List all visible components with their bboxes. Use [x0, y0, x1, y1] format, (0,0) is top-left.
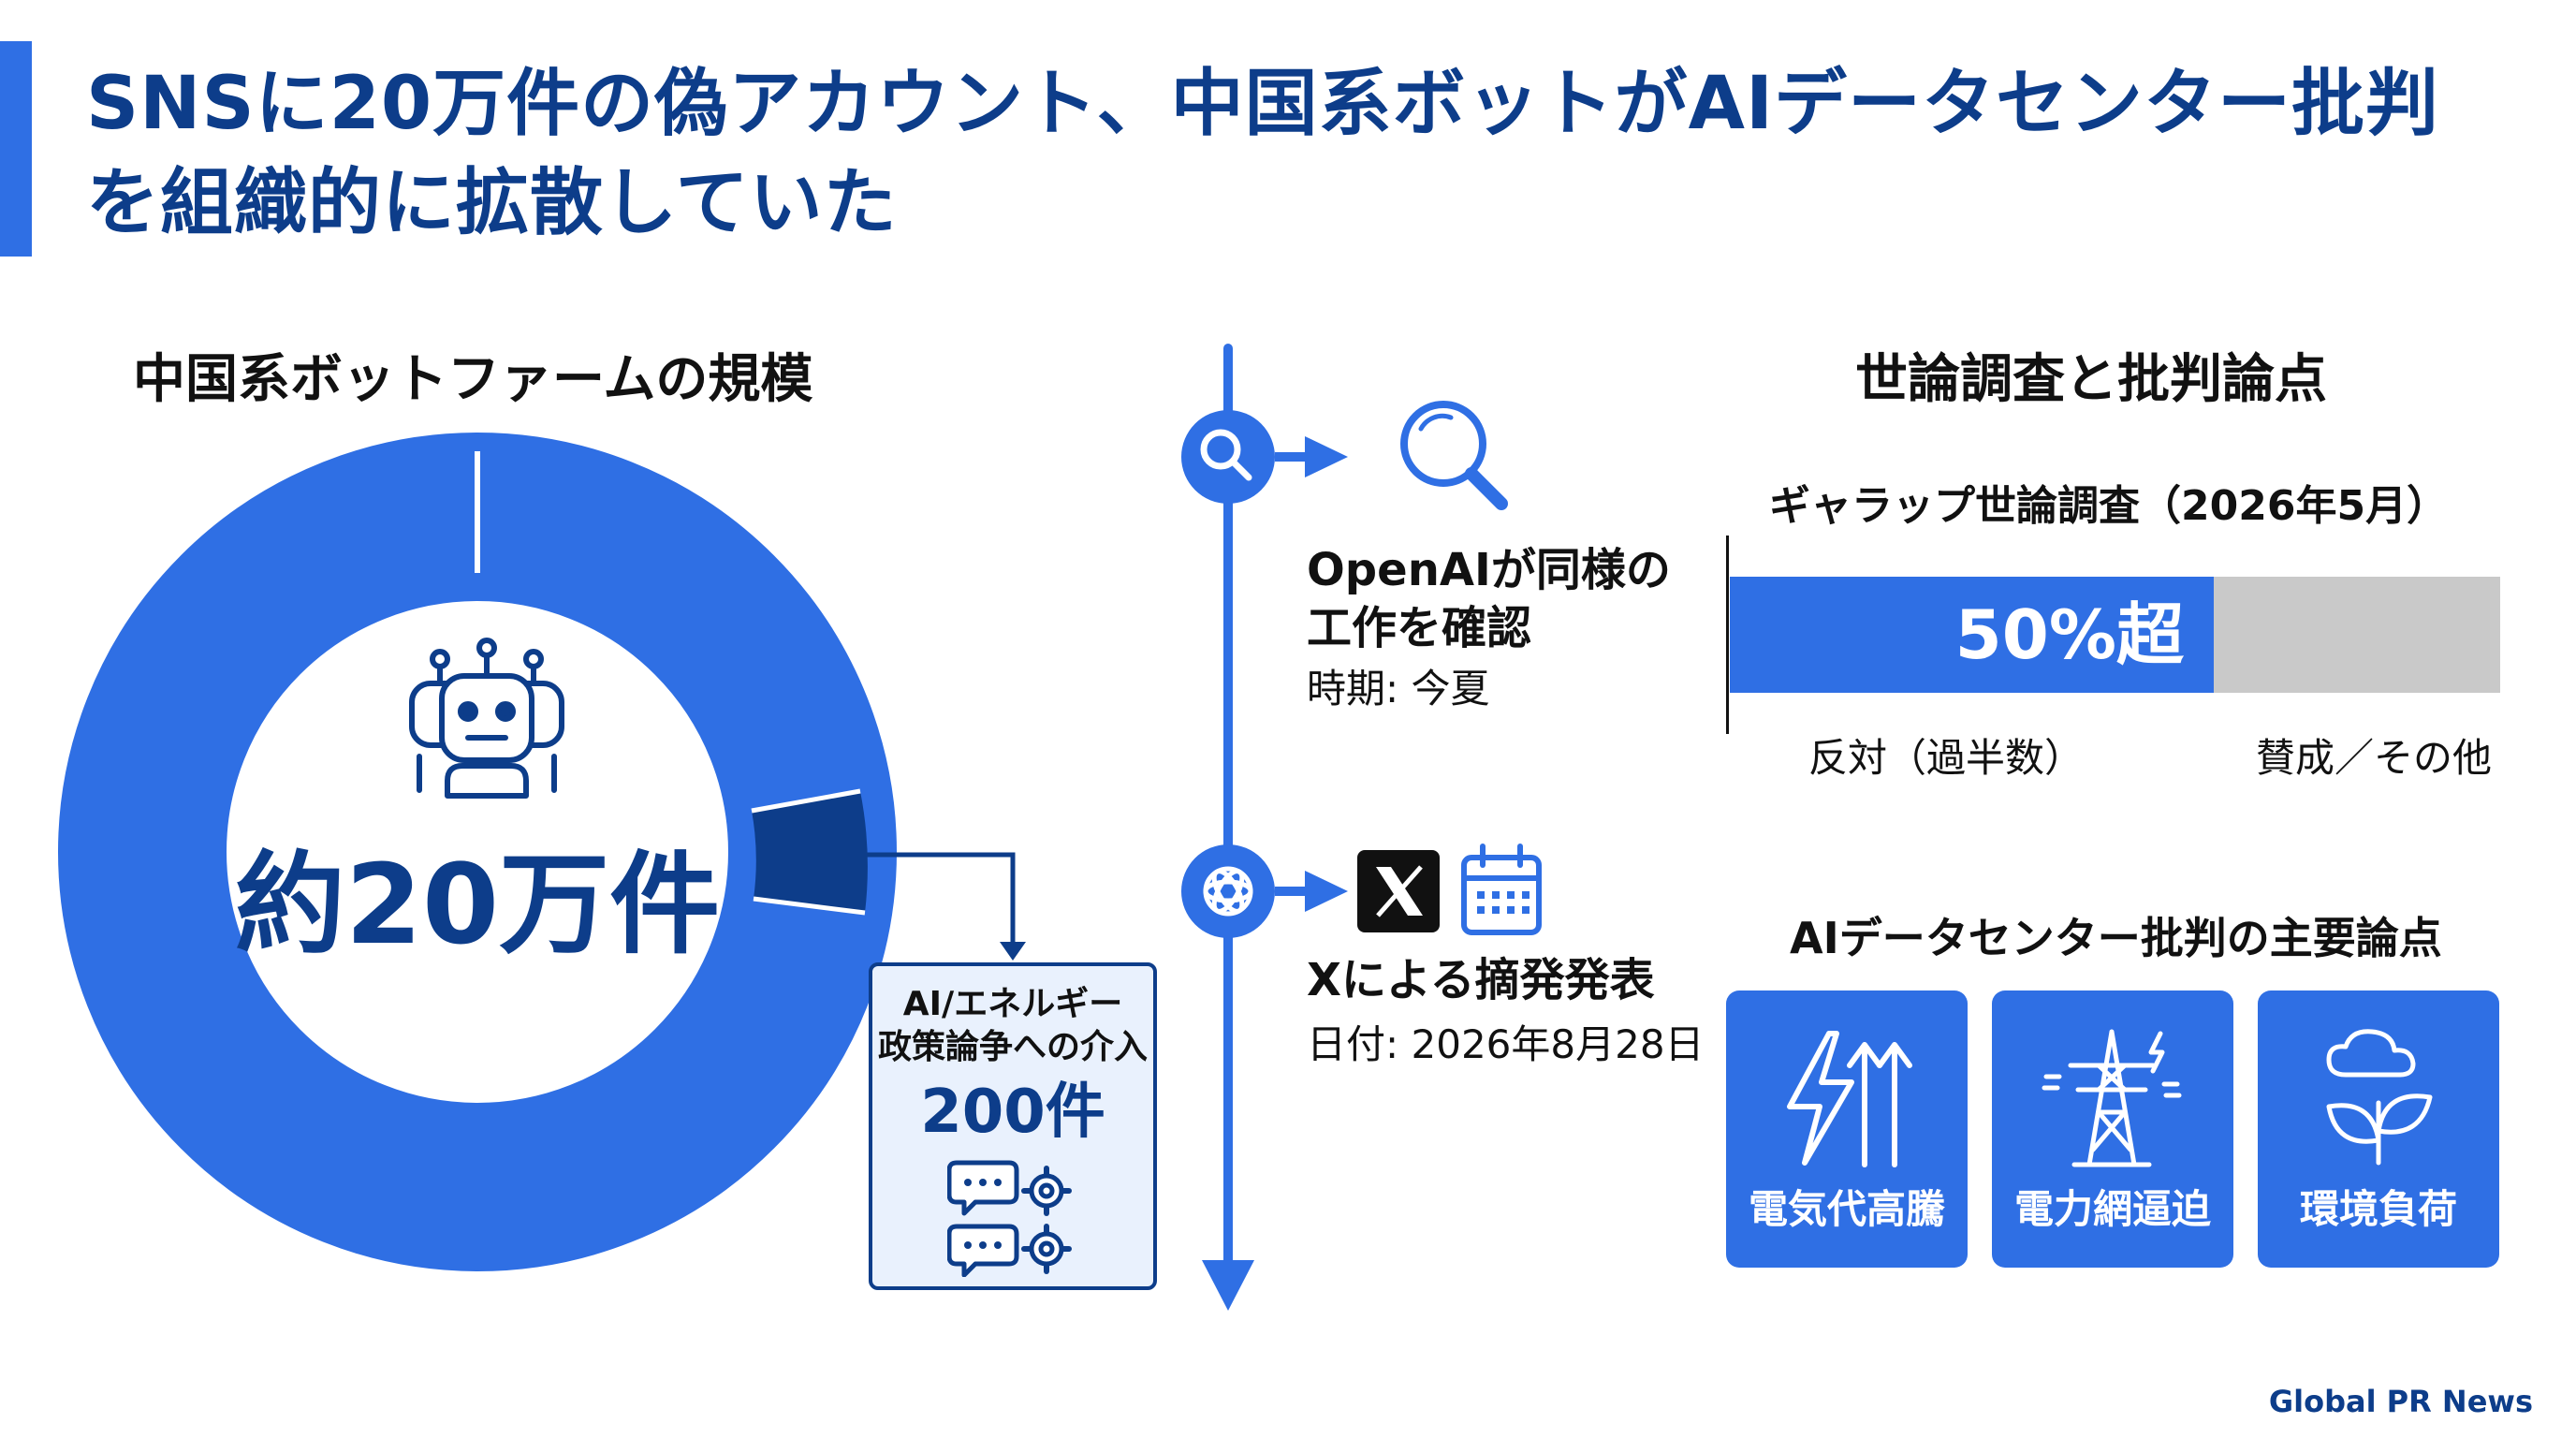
callout-connector — [867, 852, 1016, 946]
callout-line1: AI/エネルギー — [902, 985, 1123, 1023]
timeline-node-1 — [1181, 410, 1275, 504]
magnifier-icon — [1400, 401, 1508, 510]
event1-title-line1: OpenAIが同様の — [1307, 544, 1671, 596]
event2-title: Xによる摘発発表 — [1307, 954, 1655, 1006]
power-tower-icon — [2042, 1029, 2182, 1167]
poll-bar-oppose — [1730, 577, 2214, 693]
cloud-leaf-icon — [2326, 1029, 2433, 1166]
poll-title: ギャラップ世論調査（2026年5月） — [1769, 482, 2449, 530]
openai-logo-icon — [1203, 866, 1253, 917]
issue-card-environment: 環境負荷 — [2258, 990, 2499, 1268]
timeline-arrowhead — [1202, 1260, 1254, 1311]
donut-center-value: 約20万件 — [234, 840, 721, 969]
poll-bar-value: 50%超 — [1954, 595, 2184, 674]
event2-date: 日付: 2026年8月28日 — [1307, 1021, 1705, 1067]
timeline-branch-1-arrow — [1305, 436, 1348, 477]
calendar-icon-dots — [1477, 891, 1530, 914]
source-credit: Global PR News — [2268, 1384, 2533, 1419]
issue-card-electricity: 電気代高騰 — [1726, 990, 1968, 1268]
page-title-line2: を組織的に拡散していた — [86, 161, 898, 245]
issue-label-environment: 環境負荷 — [2299, 1186, 2457, 1232]
event1-title-line2: 工作を確認 — [1307, 602, 1532, 654]
x-logo-icon — [1357, 850, 1440, 932]
donut-highlight-segment — [752, 791, 868, 913]
lightning-up-arrow-icon — [1787, 1031, 1912, 1167]
page-title: SNSに20万件の偽アカウント、中国系ボットがAIデータセンター批判 を組織的に… — [86, 54, 2520, 253]
callout-arrowhead — [1000, 942, 1026, 961]
poll-bar-other — [2214, 577, 2500, 693]
issue-card-grid: 電力網逼迫 — [1992, 990, 2233, 1268]
poll-bar-axis — [1726, 536, 1729, 734]
poll-section-heading: 世論調査と批判論点 — [1855, 349, 2327, 410]
issue-label-grid: 電力網逼迫 — [2013, 1186, 2211, 1232]
robots-icon — [409, 638, 564, 799]
issues-heading: AIデータセンター批判の主要論点 — [1790, 913, 2442, 963]
timeline-node-2 — [1181, 844, 1275, 938]
event1-date: 時期: 今夏 — [1307, 666, 1490, 712]
botfarm-section-heading: 中国系ボットファームの規模 — [133, 349, 813, 410]
donut-gap-highlight-bottom — [753, 896, 866, 916]
chat-gear-icon — [947, 1160, 1072, 1277]
calendar-icon — [1461, 844, 1542, 935]
timeline-node-1-search-icon — [1200, 429, 1252, 481]
callout-line2: 政策論争への介入 — [877, 1028, 1148, 1066]
callout-box: AI/エネルギー 政策論争への介入 200件 — [869, 962, 1157, 1290]
donut-gap-highlight-top — [751, 788, 861, 814]
callout-value: 200件 — [920, 1078, 1105, 1147]
issue-label-electricity: 電気代高騰 — [1748, 1186, 1945, 1232]
poll-oppose-label: 反対（過半数） — [1808, 735, 2085, 781]
timeline-branch-2-arrow — [1305, 871, 1348, 912]
title-accent-bar — [0, 41, 32, 257]
page-title-line1: SNSに20万件の偽アカウント、中国系ボットがAIデータセンター批判 — [86, 62, 2440, 146]
poll-other-label: 賛成／その他 — [2256, 735, 2493, 781]
